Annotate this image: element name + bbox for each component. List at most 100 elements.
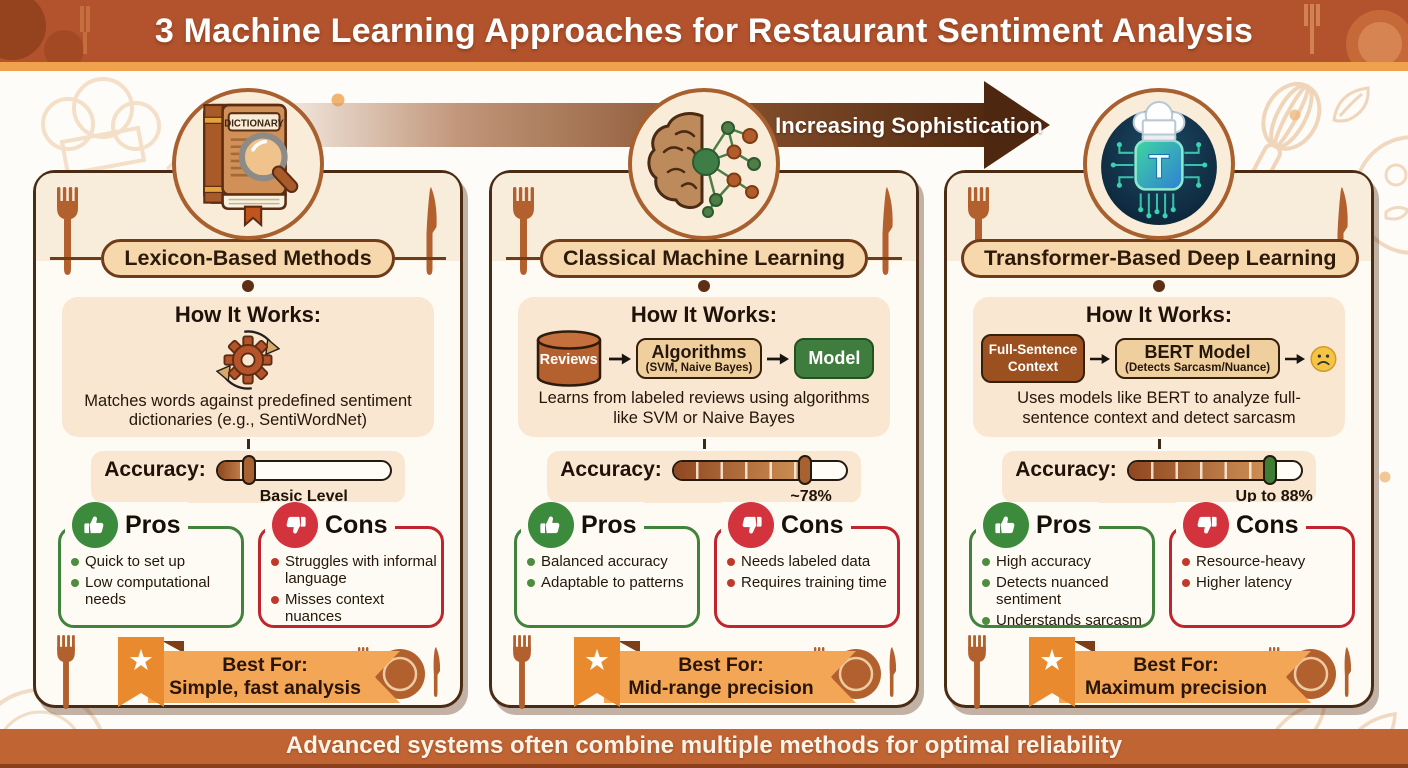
brain-network-icon — [647, 112, 761, 218]
pros-item: Quick to set up — [71, 553, 239, 570]
best-for-heading: Best For: — [1133, 654, 1219, 676]
arrow-right-icon — [767, 353, 790, 365]
dictionary-book-icon: DICTIONARY — [203, 103, 299, 227]
card-transformer-dl: Transformer-Based Deep Learning How It W… — [944, 170, 1374, 709]
how-it-works-heading: How It Works: — [174, 302, 322, 327]
fork-icon — [513, 635, 531, 709]
pros-item: Understands sarcasm — [982, 612, 1150, 629]
thumbs-down-icon — [728, 502, 774, 548]
dictionary-label: DICTIONARY — [224, 118, 284, 129]
thumbs-up-icon — [528, 502, 574, 548]
chip-letter-t: T — [1148, 148, 1169, 186]
accuracy-handle — [797, 455, 812, 485]
how-diagram: Reviews Algorithms (SVM, Naive Bayes) Mo… — [526, 328, 882, 389]
title-line — [394, 256, 447, 261]
cons-item: Higher latency — [1182, 574, 1350, 591]
knife-icon — [882, 187, 893, 275]
card-classical-ml: Classical Machine Learning How It Works:… — [489, 170, 919, 709]
accuracy-label: Accuracy: — [1015, 458, 1117, 481]
flow-process-sublabel: (SVM, Naive Bayes) — [645, 362, 753, 375]
cons-header: Cons — [265, 502, 395, 548]
sad-face-icon — [1310, 345, 1337, 372]
connector-dot — [1153, 280, 1165, 292]
footer-bar: Advanced systems often combine multiple … — [0, 729, 1408, 768]
thumbs-up-icon — [983, 502, 1029, 548]
cons-box: Cons Resource-heavy Higher latency — [1169, 502, 1355, 628]
cons-heading: Cons — [781, 510, 844, 539]
cons-list: Resource-heavy Higher latency — [1172, 529, 1352, 591]
how-it-works-box: How It Works: Full-Sentence Context BERT… — [973, 297, 1345, 437]
knife-icon — [426, 187, 437, 275]
method-title-row: Lexicon-Based Methods — [50, 239, 447, 278]
pros-header: Pros — [521, 502, 644, 548]
bert-model-box: BERT Model (Detects Sarcasm/Nuance) — [1115, 337, 1281, 380]
how-it-works-box: How It Works: Matches words again — [62, 297, 434, 437]
pros-heading: Pros — [581, 510, 637, 539]
cons-list: Struggles with informal language Misses … — [261, 529, 441, 625]
how-description: Uses models like BERT to analyze full-se… — [1017, 389, 1301, 427]
pros-header: Pros — [976, 502, 1099, 548]
arrow-right-icon — [1090, 353, 1110, 364]
best-for-text: Mid-range precision — [628, 677, 814, 699]
connector-tick — [1157, 439, 1161, 449]
pros-item: High accuracy — [982, 553, 1150, 570]
connector-tick — [702, 439, 706, 449]
pros-heading: Pros — [125, 510, 181, 539]
flow-process-label: Algorithms — [651, 341, 747, 362]
thumbs-down-icon — [272, 502, 318, 548]
cons-item: Struggles with informal language — [271, 553, 439, 587]
accuracy-handle — [1262, 455, 1277, 485]
decor-dot — [1379, 471, 1391, 483]
how-diagram: Full-Sentence Context BERT Model (Detect… — [981, 328, 1337, 389]
arrow-right-icon — [608, 353, 631, 365]
star-bookmark-icon: ★ — [118, 637, 164, 707]
accuracy-fill — [1128, 455, 1277, 485]
pros-heading: Pros — [1036, 510, 1092, 539]
best-for-ribbon: Best For: Mid-range precision — [604, 651, 856, 703]
cons-box: Cons Struggles with informal language Mi… — [258, 502, 444, 628]
sophistication-arrowhead-icon — [984, 81, 1050, 169]
accuracy-slider: ~78% — [671, 455, 848, 505]
transformer-badge: T — [1083, 88, 1235, 240]
how-diagram — [70, 328, 426, 392]
cons-box: Cons Needs labeled data Requires trainin… — [714, 502, 900, 628]
card-lexicon-based: Lexicon-Based Methods How It Works: — [33, 170, 463, 709]
accuracy-slider: Basic Level — [215, 455, 392, 505]
cons-heading: Cons — [325, 510, 388, 539]
decor-leaf-sketch — [1332, 86, 1370, 123]
thumbs-up-icon — [72, 502, 118, 548]
accuracy-value-label: Up to 88% — [1235, 488, 1313, 505]
accuracy-handle — [241, 455, 256, 485]
accuracy-label: Accuracy: — [104, 458, 206, 481]
accuracy-slider: Up to 88% — [1126, 455, 1313, 505]
pros-item: Low computational needs — [71, 574, 239, 608]
how-description: Learns from labeled reviews using algori… — [538, 389, 870, 427]
method-title: Transformer-Based Deep Learning — [961, 239, 1360, 278]
pros-header: Pros — [65, 502, 188, 548]
pros-list: Balanced accuracy Adaptable to patterns — [517, 529, 697, 591]
cons-item: Requires training time — [727, 574, 895, 591]
how-it-works-box: How It Works: Reviews Algorithms (SVM, N… — [518, 297, 890, 437]
title-line — [506, 256, 540, 261]
connector-dot — [242, 280, 254, 292]
algorithms-box: Algorithms (SVM, Naive Bayes) — [635, 337, 763, 380]
fork-icon — [513, 187, 534, 275]
pros-item: Adaptable to patterns — [527, 574, 695, 591]
title-line — [868, 256, 902, 261]
accuracy-value-label: ~78% — [790, 488, 832, 505]
full-sentence-context-box: Full-Sentence Context — [981, 334, 1085, 383]
accuracy-box: Accuracy: Basic Level — [91, 451, 405, 505]
fork-icon — [968, 635, 986, 709]
accuracy-fill — [673, 455, 812, 485]
pros-box: Pros High accuracy Detects nuanced senti… — [969, 502, 1155, 629]
pros-box: Pros Quick to set up Low computational n… — [58, 502, 244, 628]
pros-list: High accuracy Detects nuanced sentiment … — [972, 529, 1152, 629]
best-for-text: Maximum precision — [1084, 677, 1268, 699]
model-box: Model — [794, 338, 875, 380]
cons-header: Cons — [1176, 502, 1306, 548]
connector-tick — [246, 439, 250, 449]
pros-list: Quick to set up Low computational needs — [61, 529, 241, 608]
method-title-row: Transformer-Based Deep Learning — [961, 239, 1360, 278]
pros-box: Pros Balanced accuracy Adaptable to patt… — [514, 502, 700, 628]
